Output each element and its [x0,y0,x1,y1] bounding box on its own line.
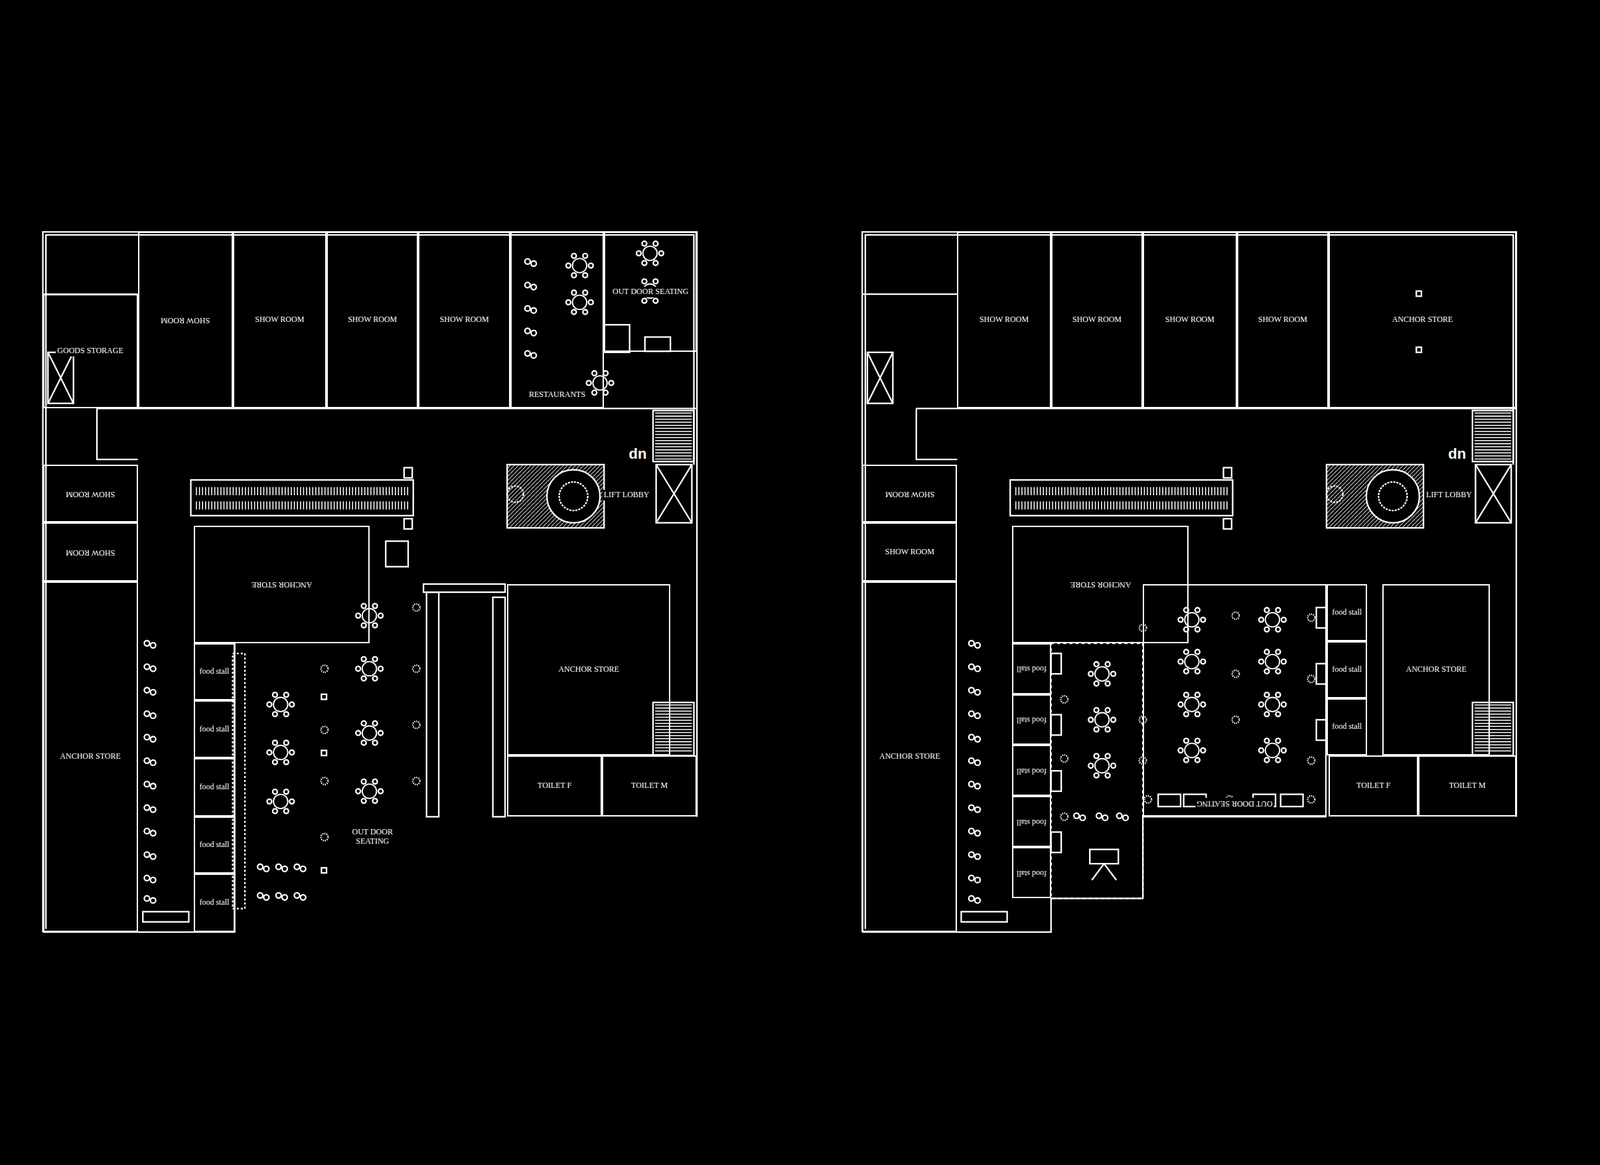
room: SHOW ROOM [1051,231,1143,409]
room: GOODS STORAGE [43,293,139,409]
room: food stall [1326,698,1368,756]
room-label: SHOW ROOM [1163,314,1216,326]
room: TOILET M [601,755,697,817]
room-label: RESTAURANTS [527,389,587,401]
room: SHOW ROOM [1142,231,1237,409]
room-label: TOILET M [1447,780,1487,792]
room: food stall [1012,744,1051,796]
room-label: food stall [197,839,231,851]
room-label: food stall [1330,721,1364,732]
room: food stall [1012,846,1051,898]
room-label: SHOW ROOM [64,488,117,500]
room-label: SHOW ROOM [1256,314,1309,326]
plan-label: dn [1446,445,1468,464]
room: SHOW ROOM [862,464,957,523]
room-label: ANCHOR STORE [1069,578,1133,590]
room: TOILET F [1328,755,1419,817]
room-label: SHOW ROOM [159,314,212,326]
room: food stall [193,873,235,932]
room-label: food stall [197,666,231,677]
room-label: SHOW ROOM [1071,314,1123,326]
room-label: ANCHOR STORE [58,751,122,762]
room-label: SHOW ROOM [64,546,117,558]
room-label: SHOW ROOM [346,314,399,326]
room: SHOW ROOM [43,464,139,523]
room: SHOW ROOM [418,231,510,409]
room-label: ANCHOR STORE [250,578,314,590]
plan-label: dn [627,445,649,464]
room: ANCHOR STORE [193,525,369,644]
room-label: food stall [1015,714,1048,725]
room-label: TOILET F [1355,780,1392,792]
room: ANCHOR STORE [1328,231,1517,409]
room: food stall [1012,643,1051,695]
room-label: GOODS STORAGE [55,345,125,357]
plan-label: LIFT LOBBY [602,489,652,501]
room: SHOW ROOM [43,522,139,582]
room-label: food stall [1015,867,1048,878]
room: food stall [1326,583,1368,642]
room: food stall [193,700,235,759]
room: food stall [1326,641,1368,699]
room-label: SHOW ROOM [978,314,1030,326]
room: ANCHOR STORE [1382,583,1490,756]
room-label: ANCHOR STORE [1404,664,1468,675]
room: ANCHOR STORE [507,583,671,756]
room: food stall [193,757,235,817]
room: TOILET F [507,755,602,817]
plan-label: LIFT LOBBY [1424,489,1474,501]
room-label: food stall [1330,607,1364,618]
room-label: TOILET M [629,780,669,792]
room: food stall [1012,795,1051,847]
room: ANCHOR STORE [43,581,139,932]
room: SHOW ROOM [1236,231,1329,409]
room-label: food stall [1330,664,1364,675]
room-label: ANCHOR STORE [877,751,942,762]
room-label: SHOW ROOM [438,314,491,326]
room-label: ANCHOR STORE [556,664,620,675]
room-label: SHOW ROOM [883,488,936,500]
room: RESTAURANTS [510,231,604,409]
room-label: SHOW ROOM [883,546,936,558]
room: ANCHOR STORE [862,581,957,932]
room-label: food stall [197,897,231,908]
room: SHOW ROOM [232,231,327,409]
room: food stall [193,643,235,701]
room: OUT DOOR SEATING [603,231,697,352]
room-label: OUT DOOR SEATING [1195,797,1274,809]
room: OUT DOOR SEATING [1142,583,1327,817]
room-label: ANCHOR STORE [1390,314,1455,326]
room: SHOW ROOM [956,231,1051,409]
room-label: food stall [1015,765,1048,776]
room-label: food stall [197,781,231,793]
room: food stall [1012,694,1051,746]
room-label: SHOW ROOM [253,314,306,326]
room-label: food stall [1015,816,1048,827]
room-label: food stall [1015,662,1048,674]
room: SHOW ROOM [138,231,233,409]
room-label: food stall [197,724,231,735]
room: food stall [193,816,235,874]
room: SHOW ROOM [862,522,957,582]
plan-label: OUT DOOR SEATING [335,826,410,847]
room: TOILET M [1418,755,1517,817]
room-label: TOILET F [536,780,573,792]
room: SHOW ROOM [326,231,419,409]
room-label: OUT DOOR SEATING [611,286,690,298]
